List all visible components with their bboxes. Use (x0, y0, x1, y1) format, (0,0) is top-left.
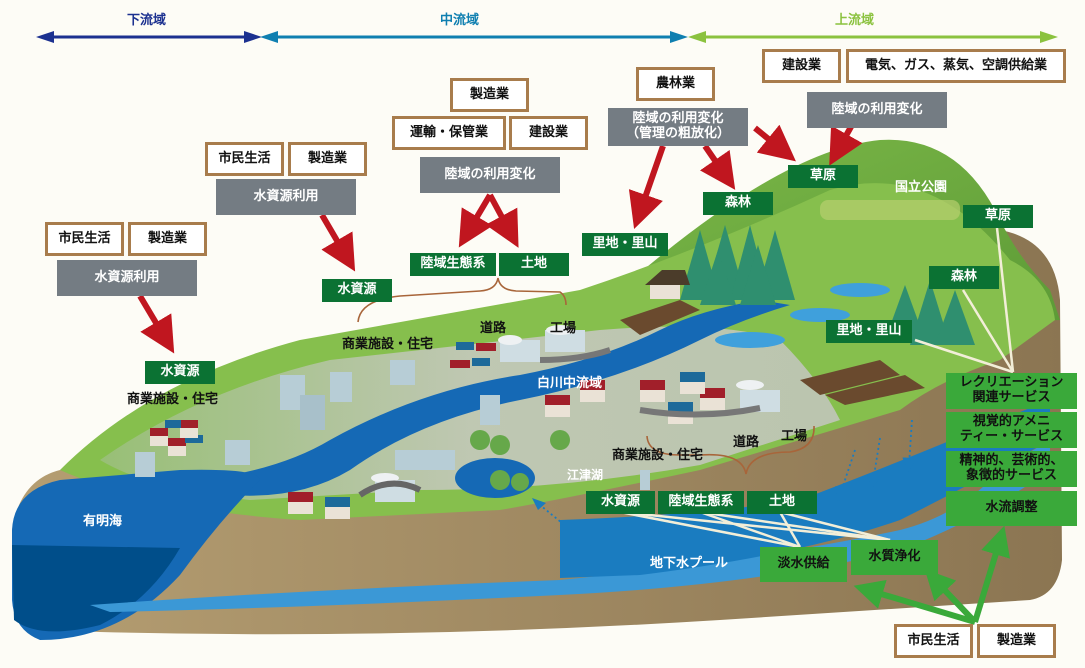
service-line2: 関連サービス (972, 390, 1051, 405)
driver-line1: 陸域の利用変化 (632, 111, 724, 127)
driver-water-use: 水資源利用 (216, 179, 356, 215)
service-water-flow-regulation: 水流調整 (946, 491, 1077, 526)
actor-citizen-life: 市民生活 (45, 222, 124, 256)
label-shirakawa-midstream: 白川中流域 (537, 376, 603, 391)
impact-arrows (137, 123, 863, 354)
service-line2: 象徴的サービス (965, 468, 1057, 483)
label-road: 道路 (480, 321, 507, 336)
region-label-downstream: 下流域 (127, 13, 167, 28)
label-ariake-sea: 有明海 (83, 514, 123, 529)
actor-utilities: 電気、ガス、蒸気、空調供給業 (846, 49, 1066, 83)
ecosystem-forest: 森林 (703, 192, 773, 215)
actor-manufacturing: 製造業 (288, 142, 367, 176)
label-ezu-lake: 江津湖 (567, 468, 604, 482)
service-line1: 精神的、芸術的、 (959, 453, 1064, 469)
beneficiary-manufacturing: 製造業 (977, 624, 1056, 658)
driver-land-use-change-extensification: 陸域の利用変化 （管理の粗放化） (608, 108, 748, 146)
actor-construction: 建設業 (762, 49, 841, 83)
actor-manufacturing: 製造業 (128, 222, 207, 256)
benefit-arrows (853, 525, 1010, 625)
service-freshwater-supply: 淡水供給 (760, 547, 847, 582)
region-label-upstream: 上流域 (835, 13, 875, 28)
ecosystem-forest: 森林 (929, 266, 999, 289)
buildings (135, 270, 780, 519)
service-recreation: レクリエーション 関連サービス (946, 373, 1077, 409)
actor-citizen-life: 市民生活 (205, 142, 284, 176)
actor-agriculture-forestry: 農林業 (636, 67, 715, 101)
ecosystem-water-resource: 水資源 (145, 361, 215, 384)
ecosystem-water-resource: 水資源 (322, 279, 392, 302)
service-connector-lines (619, 227, 1015, 549)
label-national-park: 国立公園 (895, 180, 948, 195)
label-groundwater-pool: 地下水プール (650, 556, 729, 571)
label-factory: 工場 (550, 321, 577, 336)
service-line1: レクリエーション (959, 375, 1064, 391)
service-line1: 視覚的アメニ (972, 414, 1051, 430)
label-commercial-residential: 商業施設・住宅 (612, 448, 704, 463)
ecosystem-terrestrial: 陸域生態系 (410, 253, 496, 276)
ecosystem-satoyama: 里地・里山 (582, 233, 668, 256)
infiltration-arrows (539, 419, 917, 551)
ecosystem-land: 土地 (499, 253, 569, 276)
service-line2: ティー・サービス (959, 429, 1064, 444)
label-factory: 工場 (781, 429, 808, 444)
service-water-purification: 水質浄化 (851, 540, 938, 575)
service-spiritual-artistic: 精神的、芸術的、 象徴的サービス (946, 451, 1077, 487)
ecosystem-satoyama: 里地・里山 (826, 320, 912, 343)
driver-line2: （管理の粗放化） (625, 126, 730, 141)
label-road: 道路 (733, 435, 760, 450)
driver-land-use-change: 陸域の利用変化 (420, 157, 560, 193)
service-visual-amenity: 視覚的アメニ ティー・サービス (946, 412, 1077, 448)
region-arrows (36, 31, 1058, 43)
driver-land-use-change: 陸域の利用変化 (807, 92, 947, 128)
label-commercial-residential: 商業施設・住宅 (342, 337, 434, 352)
region-label-midstream: 中流域 (440, 13, 480, 28)
ecosystem-land: 土地 (747, 491, 817, 514)
ecosystem-water-resource: 水資源 (586, 491, 655, 514)
ecosystem-grassland: 草原 (788, 165, 858, 188)
driver-water-use: 水資源利用 (57, 260, 197, 296)
actor-transport-storage: 運輸・保管業 (392, 116, 506, 150)
beneficiary-citizen-life: 市民生活 (894, 624, 973, 658)
ecosystem-grassland: 草原 (963, 205, 1033, 228)
ecosystem-terrestrial: 陸域生態系 (658, 491, 744, 514)
actor-construction: 建設業 (509, 116, 588, 150)
label-commercial-residential: 商業施設・住宅 (127, 392, 219, 407)
actor-manufacturing: 製造業 (450, 78, 529, 112)
